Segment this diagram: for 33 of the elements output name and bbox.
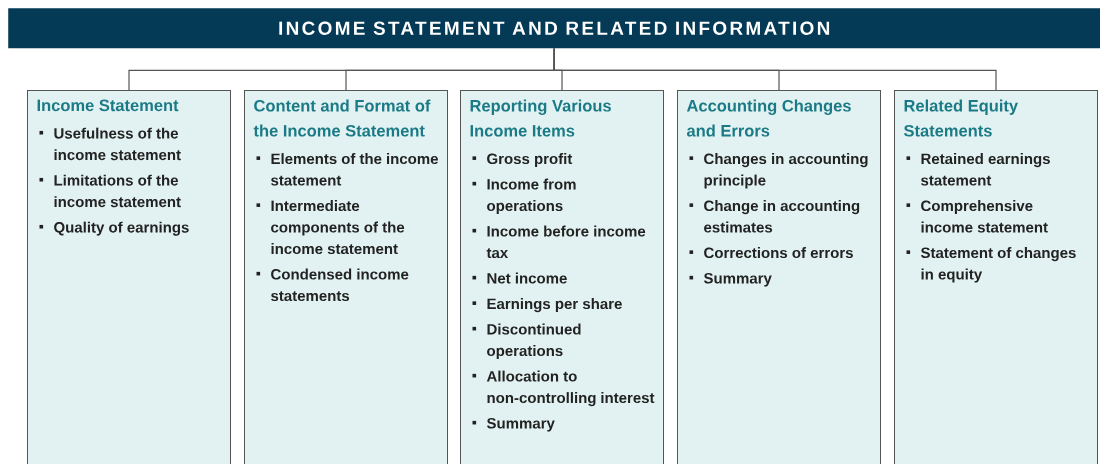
list-item: Corrections of errors bbox=[689, 247, 853, 259]
list-item: Quality of earnings bbox=[39, 221, 189, 236]
column-heading: Related Equity Statements bbox=[904, 99, 1018, 137]
topic-column bbox=[244, 90, 448, 464]
column-heading: Content and Format of the Income Statement bbox=[253, 99, 431, 137]
topic-column bbox=[677, 90, 881, 464]
list-item: Statement of changes in equity bbox=[906, 247, 1076, 283]
connector-line bbox=[553, 47, 997, 91]
list-item: Change in accounting estimates bbox=[689, 200, 860, 233]
topic-column bbox=[27, 90, 231, 464]
column-heading: Income Statement bbox=[37, 99, 179, 112]
list-item: Comprehensive income statement bbox=[906, 200, 1048, 233]
list-item: Changes in accounting principle bbox=[689, 153, 868, 189]
topic-column bbox=[460, 90, 664, 464]
list-item: Income from operations bbox=[472, 178, 576, 215]
list-item: Usefulness of the income statement bbox=[39, 127, 181, 161]
list-item: Net income bbox=[472, 272, 567, 284]
topic-column bbox=[894, 90, 1098, 464]
list-item: Intermediate components of the income statement bbox=[256, 200, 405, 255]
column-heading: Accounting Changes and Errors bbox=[686, 99, 851, 137]
list-item: Allocation to non-controlling interest bbox=[472, 370, 655, 407]
list-item: Earnings per share bbox=[472, 298, 622, 313]
column-heading: Reporting Various Income Items bbox=[470, 99, 611, 137]
list-item: Limitations of the income statement bbox=[39, 174, 181, 208]
list-item: Discontinued operations bbox=[472, 323, 581, 360]
list-item: Retained earnings statement bbox=[906, 153, 1050, 186]
list-item: Condensed income statements bbox=[256, 268, 409, 302]
list-item: Summary bbox=[472, 418, 555, 432]
list-item: Elements of the income statement bbox=[256, 153, 438, 186]
title-banner: INCOME STATEMENT AND RELATED INFORMATION bbox=[8, 8, 1100, 49]
list-item: Income before income tax bbox=[472, 225, 646, 259]
list-item: Gross profit bbox=[472, 153, 573, 168]
list-item: Summary bbox=[689, 273, 772, 287]
